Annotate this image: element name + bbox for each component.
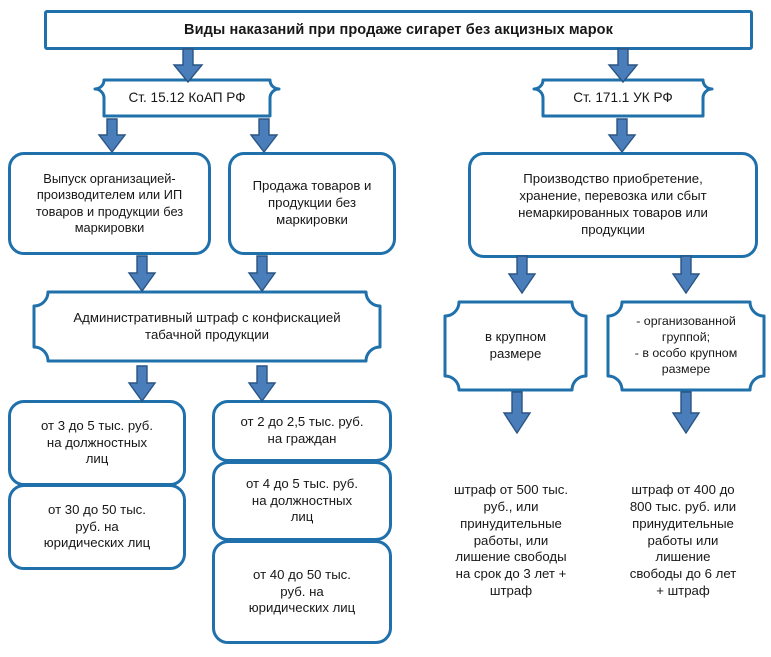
arrow-penalty-to-fines-right bbox=[247, 365, 277, 403]
arrow-koap-to-violation-1 bbox=[97, 118, 127, 154]
arrow-title-to-uk bbox=[607, 48, 639, 84]
fine-box-officials-4-5: от 4 до 5 тыс. руб. на должностных лиц bbox=[212, 461, 392, 541]
fine-box-legal-40-50-label: от 40 до 50 тыс. руб. на юридических лиц bbox=[248, 566, 356, 616]
law-box-administrative-label: Ст. 15.12 КоАП РФ bbox=[128, 90, 246, 106]
fine-box-legal-30-50: от 30 до 50 тыс. руб. на юридических лиц bbox=[8, 484, 186, 570]
violation-box-sale-label: Продажа товаров и продукции без маркиров… bbox=[252, 178, 372, 227]
violation-box-sale: Продажа товаров и продукции без маркиров… bbox=[228, 152, 396, 255]
violation-box-manufacture-label: Выпуск организацией- производителем или … bbox=[35, 170, 184, 235]
penalty-plaque-administrative-label: Административный штраф с конфискацией та… bbox=[73, 309, 341, 342]
arrow-title-to-koap bbox=[172, 48, 204, 84]
fine-box-legal-30-50-label: от 30 до 50 тыс. руб. на юридических лиц bbox=[43, 501, 151, 551]
criminal-penalty-box-large-scale-label: штраф от 500 тыс. руб., или принудительн… bbox=[454, 481, 568, 599]
arrow-violation2-to-penalty bbox=[247, 255, 277, 293]
fine-box-citizens-2-25-label: от 2 до 2,5 тыс. руб. на граждан bbox=[240, 414, 364, 446]
law-box-criminal: Ст. 171.1 УК РФ bbox=[532, 78, 714, 118]
qualifier-box-large-scale-label: в крупном размере bbox=[484, 329, 547, 361]
fine-box-officials-3-5-label: от 3 до 5 тыс. руб. на должностных лиц bbox=[40, 417, 154, 467]
violation-box-manufacture: Выпуск организацией- производителем или … bbox=[8, 152, 211, 255]
criminal-penalty-box-organized-group: штраф от 400 до 800 тыс. руб. или принуд… bbox=[600, 437, 766, 645]
qualifier-box-organized-group-label: - организованной группой; - в особо круп… bbox=[634, 314, 738, 376]
page-title: Виды наказаний при продаже сигарет без а… bbox=[184, 21, 613, 38]
arrow-violation1-to-penalty bbox=[127, 255, 157, 293]
diagram-title-box: Виды наказаний при продаже сигарет без а… bbox=[44, 10, 753, 50]
arrow-qualifier2-to-penalty bbox=[671, 391, 701, 435]
fine-box-officials-4-5-label: от 4 до 5 тыс. руб. на должностных лиц bbox=[245, 475, 359, 525]
arrow-criminal-to-qualifier-2 bbox=[671, 255, 701, 295]
arrow-penalty-to-fines-left bbox=[127, 365, 157, 403]
law-box-administrative: Ст. 15.12 КоАП РФ bbox=[93, 78, 281, 118]
arrow-uk-to-violation bbox=[607, 118, 637, 154]
penalty-plaque-administrative: Административный штраф с конфискацией та… bbox=[32, 290, 382, 363]
arrow-criminal-to-qualifier-1 bbox=[507, 255, 537, 295]
fine-box-legal-40-50: от 40 до 50 тыс. руб. на юридических лиц bbox=[212, 540, 392, 644]
fine-box-citizens-2-25: от 2 до 2,5 тыс. руб. на граждан bbox=[212, 400, 392, 462]
criminal-penalty-box-organized-group-label: штраф от 400 до 800 тыс. руб. или принуд… bbox=[629, 481, 737, 599]
violation-box-criminal-label: Производство приобретение, хранение, пер… bbox=[518, 171, 708, 237]
qualifier-box-organized-group: - организованной группой; - в особо круп… bbox=[606, 300, 766, 392]
arrow-qualifier1-to-penalty bbox=[502, 391, 532, 435]
violation-box-criminal: Производство приобретение, хранение, пер… bbox=[468, 152, 758, 258]
criminal-penalty-box-large-scale: штраф от 500 тыс. руб., или принудительн… bbox=[428, 437, 594, 645]
law-box-criminal-label: Ст. 171.1 УК РФ bbox=[573, 90, 673, 106]
fine-box-officials-3-5: от 3 до 5 тыс. руб. на должностных лиц bbox=[8, 400, 186, 486]
qualifier-box-large-scale: в крупном размере bbox=[443, 300, 588, 392]
arrow-koap-to-violation-2 bbox=[249, 118, 279, 154]
